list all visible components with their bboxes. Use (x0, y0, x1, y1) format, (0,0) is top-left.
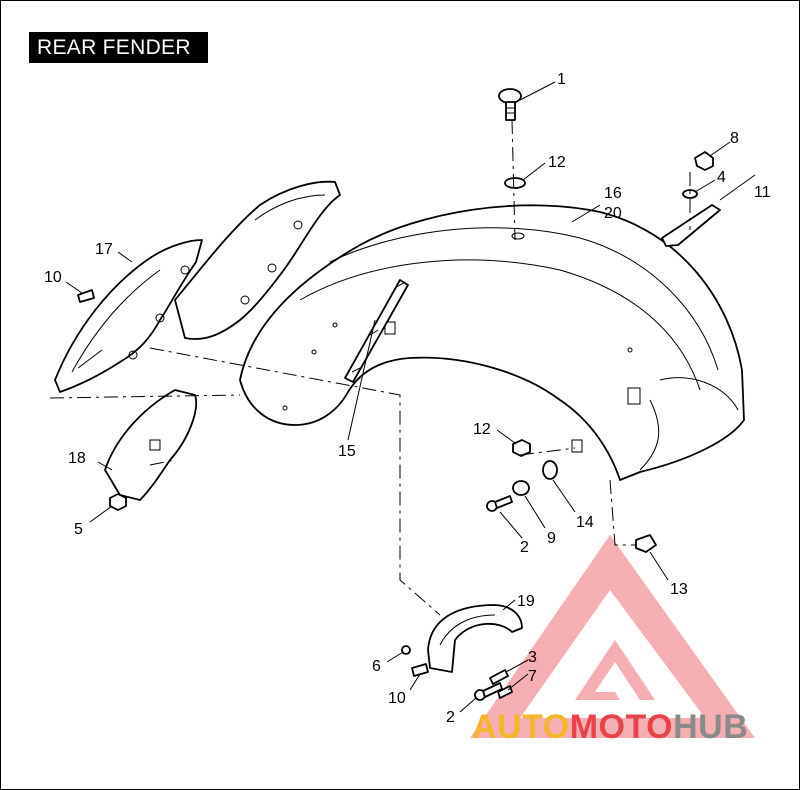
fender-strut (344, 279, 409, 383)
side-cover-large (174, 180, 341, 340)
label-10-lower (411, 663, 429, 677)
side-cover-17 (54, 239, 203, 393)
callout-6: 6 (372, 658, 381, 675)
callout-3: 3 (528, 649, 537, 666)
nut-8 (694, 151, 714, 171)
spacer-14 (542, 460, 558, 480)
callout-4: 4 (717, 169, 726, 186)
callout-labels: 1 12 16 20 8 4 11 17 10 15 12 18 5 14 9 … (44, 71, 771, 726)
watermark-text-moto: MOTO (569, 708, 674, 746)
fender-hole (282, 405, 288, 411)
bracket-18 (104, 389, 197, 501)
callout-10: 10 (44, 269, 62, 286)
watermark-logo (470, 535, 755, 738)
callout-8: 8 (730, 130, 739, 147)
watermark-text-auto: AUTO (472, 708, 570, 746)
callout-13: 13 (670, 581, 688, 598)
clip-12 (504, 177, 526, 189)
callout-5: 5 (74, 521, 83, 538)
bolt-2 (486, 495, 513, 512)
bracket-19 (427, 604, 523, 673)
callout-1: 1 (557, 71, 566, 88)
fender-slot (627, 387, 641, 405)
callout-12-lower: 12 (473, 421, 491, 438)
watermark-text: AUTOMOTOHUB (472, 708, 748, 747)
bracket-11 (661, 204, 721, 247)
callout-16: 16 (604, 185, 622, 202)
watermark-triangle (470, 535, 755, 738)
diagram-title: REAR FENDER (29, 32, 208, 63)
callout-12: 12 (548, 154, 566, 171)
fender-hole (511, 232, 525, 240)
leader-lines (65, 81, 756, 713)
watermark-text-hub: HUB (673, 708, 749, 746)
callout-14: 14 (576, 514, 594, 531)
clip-3 (489, 669, 509, 685)
label-10 (77, 289, 95, 303)
fender-slot (384, 321, 396, 335)
fender-hole (627, 347, 633, 353)
callout-2-lower: 2 (446, 709, 455, 726)
callout-7: 7 (528, 668, 537, 685)
bolt-1 (498, 88, 522, 121)
callout-18: 18 (68, 450, 86, 467)
callout-11: 11 (754, 184, 771, 201)
fender-hole (332, 322, 338, 328)
fender-hole (311, 349, 317, 355)
nut-5 (109, 493, 127, 511)
callout-2: 2 (520, 539, 529, 556)
callout-10-lower: 10 (388, 690, 406, 707)
callout-17: 17 (95, 241, 113, 258)
grommet-13 (635, 534, 657, 553)
nut-12 (512, 439, 531, 457)
fender-slot (571, 439, 583, 453)
watermark-g-mark (575, 640, 655, 700)
callout-15: 15 (338, 443, 356, 460)
callout-20: 20 (604, 205, 622, 222)
callout-19: 19 (517, 593, 535, 610)
callout-9: 9 (547, 530, 556, 547)
fastener-6 (401, 645, 411, 655)
spacer-9 (512, 480, 530, 496)
rear-fender (239, 204, 745, 481)
assembly-lines (49, 119, 691, 616)
